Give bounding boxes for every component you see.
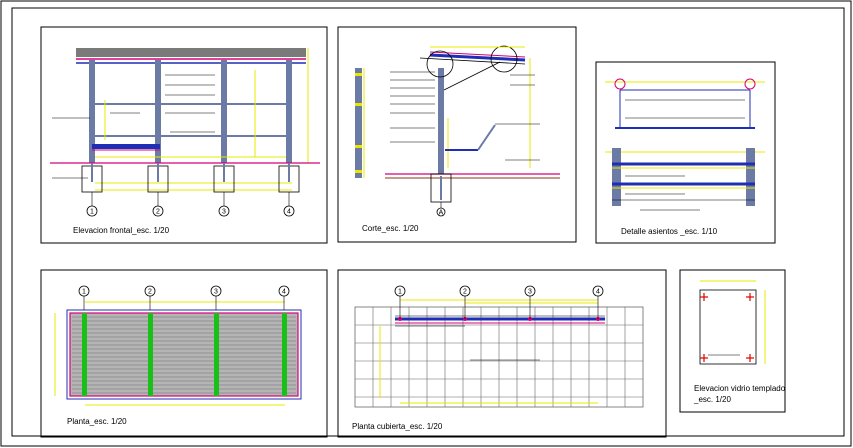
roof-plan-caption: Planta cubierta_esc. 1/20 bbox=[352, 422, 443, 431]
plan-axis-label: 3 bbox=[214, 289, 218, 296]
plan-axis-label: 1 bbox=[82, 289, 86, 296]
elevation-axis-label: 4 bbox=[287, 209, 291, 216]
plan-panel: 1 2 3 4 Planta_esc. 1/20 bbox=[40, 269, 328, 438]
elevation-footings bbox=[81, 165, 300, 193]
roof-plan-axis-label: 4 bbox=[596, 289, 600, 296]
plan-frame bbox=[40, 269, 328, 438]
bench bbox=[92, 144, 160, 149]
section-caption: Corte_esc. 1/20 bbox=[362, 224, 419, 233]
glass-elevation-panel: Elevacion vidrio templado _esc. 1/20 bbox=[679, 269, 786, 413]
roof-plan-grid bbox=[355, 307, 643, 407]
roof-plan-axis-label: 1 bbox=[398, 289, 402, 296]
elevation-caption: Elevacion frontal_esc. 1/20 bbox=[73, 226, 170, 235]
plan-axis-label: 4 bbox=[282, 289, 286, 296]
plan-glass-columns bbox=[82, 313, 287, 396]
plan-axis-label: 2 bbox=[148, 289, 152, 296]
seat-detail-caption: Detalle asientos _esc. 1/10 bbox=[621, 227, 718, 236]
glass-elevation-frame bbox=[679, 269, 786, 413]
section-axis-label: A bbox=[439, 210, 444, 217]
elevation-columns bbox=[89, 60, 292, 163]
seat-detail-frame bbox=[595, 61, 776, 244]
sheet-inner-border bbox=[11, 7, 845, 437]
glass-fixing-marks bbox=[700, 293, 754, 362]
seat-detail-panel: Detalle asientos _esc. 1/10 bbox=[595, 61, 776, 244]
glass-pane bbox=[699, 289, 757, 365]
elevation-frame bbox=[40, 26, 328, 244]
roof-plan-axis-label: 3 bbox=[528, 289, 532, 296]
roof-sheet bbox=[69, 312, 299, 397]
section-panel: A Corte_esc. 1/20 bbox=[337, 26, 577, 243]
glass-elevation-caption-line1: Elevacion vidrio templado bbox=[694, 384, 786, 393]
plan-outline bbox=[66, 309, 302, 400]
roof-plan-axis-label: 2 bbox=[463, 289, 467, 296]
elevation-axis-bubbles: 1 2 3 4 bbox=[86, 192, 295, 217]
elevation-axis-label: 2 bbox=[156, 209, 160, 216]
roof-plan-panel: 1 2 3 4 Planta cubierta_esc. 1/20 bbox=[337, 269, 667, 438]
glass-elevation-caption-line2: _esc. 1/20 bbox=[693, 395, 731, 404]
plan-caption: Planta_esc. 1/20 bbox=[67, 417, 127, 426]
roof-beam bbox=[76, 48, 306, 57]
elevation-axis-label: 3 bbox=[222, 209, 226, 216]
roof-plan-axis-bubbles: 1 2 3 4 bbox=[394, 285, 604, 319]
section-frame bbox=[337, 26, 577, 243]
plan-axis-bubbles: 1 2 3 4 bbox=[78, 285, 290, 310]
elevation-panel: 1 2 3 4 Elevacion frontal_esc. 1/20 bbox=[40, 26, 328, 244]
roof-corrugation bbox=[72, 316, 296, 394]
roof-plan-frame bbox=[337, 269, 667, 438]
elevation-axis-label: 1 bbox=[90, 209, 94, 216]
